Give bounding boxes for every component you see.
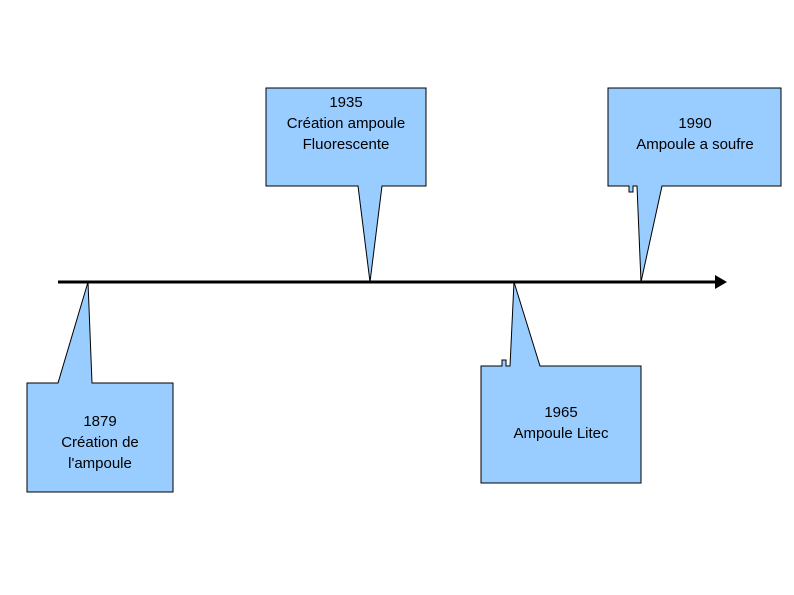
callout-shape-1990[interactable] [607,87,782,283]
callout-shape-1879[interactable] [26,281,174,493]
callout-shape-1935[interactable] [265,87,427,283]
callout-shape-1965[interactable] [480,281,642,484]
timeline-arrowhead-icon [715,275,727,289]
